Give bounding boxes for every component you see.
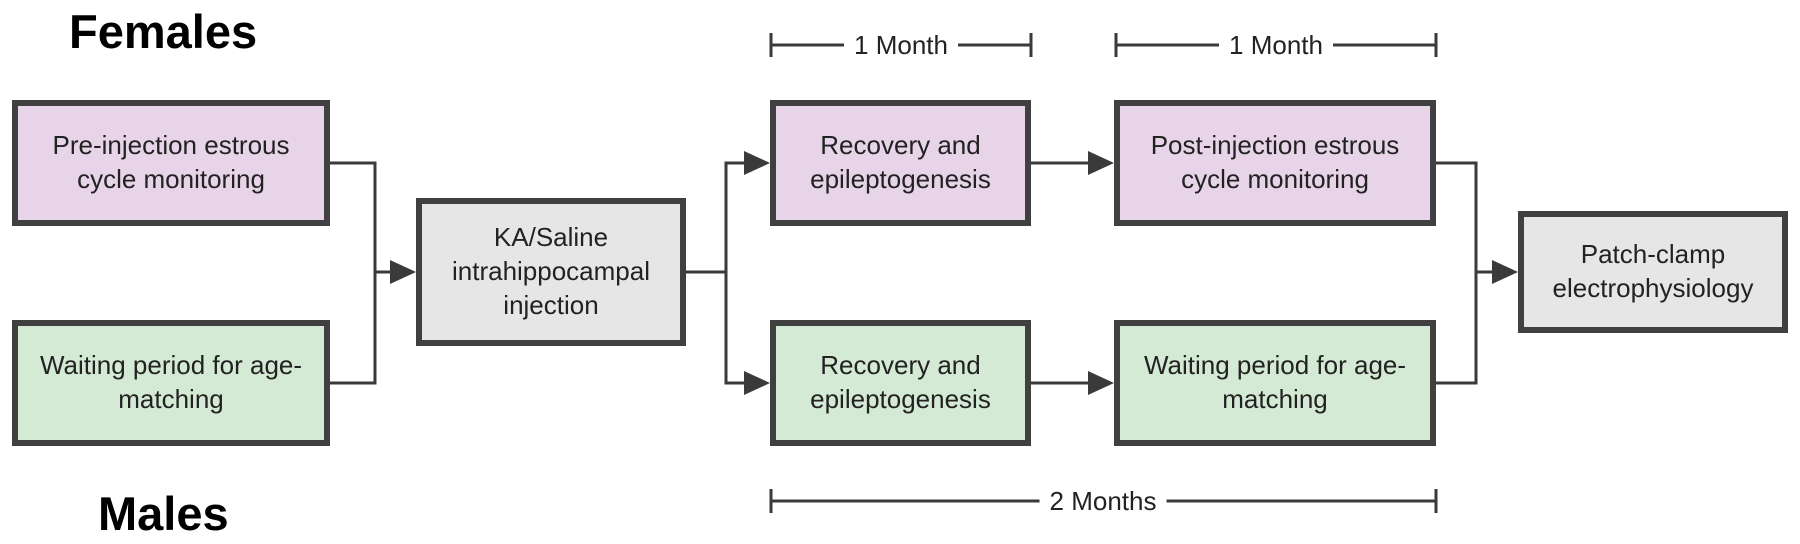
patch-clamp-label: Patch-clamp electrophysiology — [1552, 239, 1754, 303]
male-recovery-label: Recovery and epileptogenesis — [810, 350, 991, 414]
male-waiting-period-label: Waiting period for age-matching — [39, 350, 303, 414]
female-recovery-label: Recovery and epileptogenesis — [810, 130, 991, 194]
duration-label-first-month: 1 Month — [844, 30, 958, 60]
male-post-waiting-period-label: Waiting period for age-matching — [1143, 350, 1407, 414]
male-waiting-period-box: Waiting period for age-matching — [12, 320, 330, 446]
male-recovery-box: Recovery and epileptogenesis — [770, 320, 1031, 446]
arrowhead-to-waiting-post — [1088, 371, 1114, 395]
pre-injection-monitoring-label: Pre-injection estrous cycle monitoring — [52, 130, 290, 194]
male-post-waiting-period-box: Waiting period for age-matching — [1114, 320, 1436, 446]
arrowhead-to-injection — [390, 260, 416, 284]
connector-waiting-post — [1436, 270, 1494, 385]
injection-box: KA/Saline intrahippocampal injection — [416, 198, 686, 346]
patch-clamp-box: Patch-clamp electrophysiology — [1518, 211, 1788, 333]
females-heading: Females — [69, 5, 258, 58]
males-heading: Males — [98, 487, 229, 540]
female-recovery-box: Recovery and epileptogenesis — [770, 100, 1031, 226]
connector-pre-injection — [330, 161, 392, 274]
arrowhead-to-post-injection — [1088, 151, 1114, 175]
duration-label-total: 2 Months — [1039, 486, 1167, 516]
injection-label: KA/Saline intrahippocampal injection — [451, 222, 650, 320]
post-injection-monitoring-box: Post-injection estrous cycle monitoring — [1114, 100, 1436, 226]
duration-label-second-month: 1 Month — [1219, 30, 1333, 60]
connector-waiting-pre — [330, 272, 377, 385]
arrowhead-to-recovery-female — [744, 151, 770, 175]
post-injection-monitoring-label: Post-injection estrous cycle monitoring — [1150, 130, 1400, 194]
arrowhead-to-recovery-male — [744, 371, 770, 395]
connector-post-injection — [1436, 161, 1478, 272]
connector-to-recovery-male — [724, 272, 746, 385]
pre-injection-monitoring-box: Pre-injection estrous cycle monitoring — [12, 100, 330, 226]
arrowhead-to-patch-clamp — [1492, 260, 1518, 284]
connector-to-recovery-female — [724, 161, 746, 272]
